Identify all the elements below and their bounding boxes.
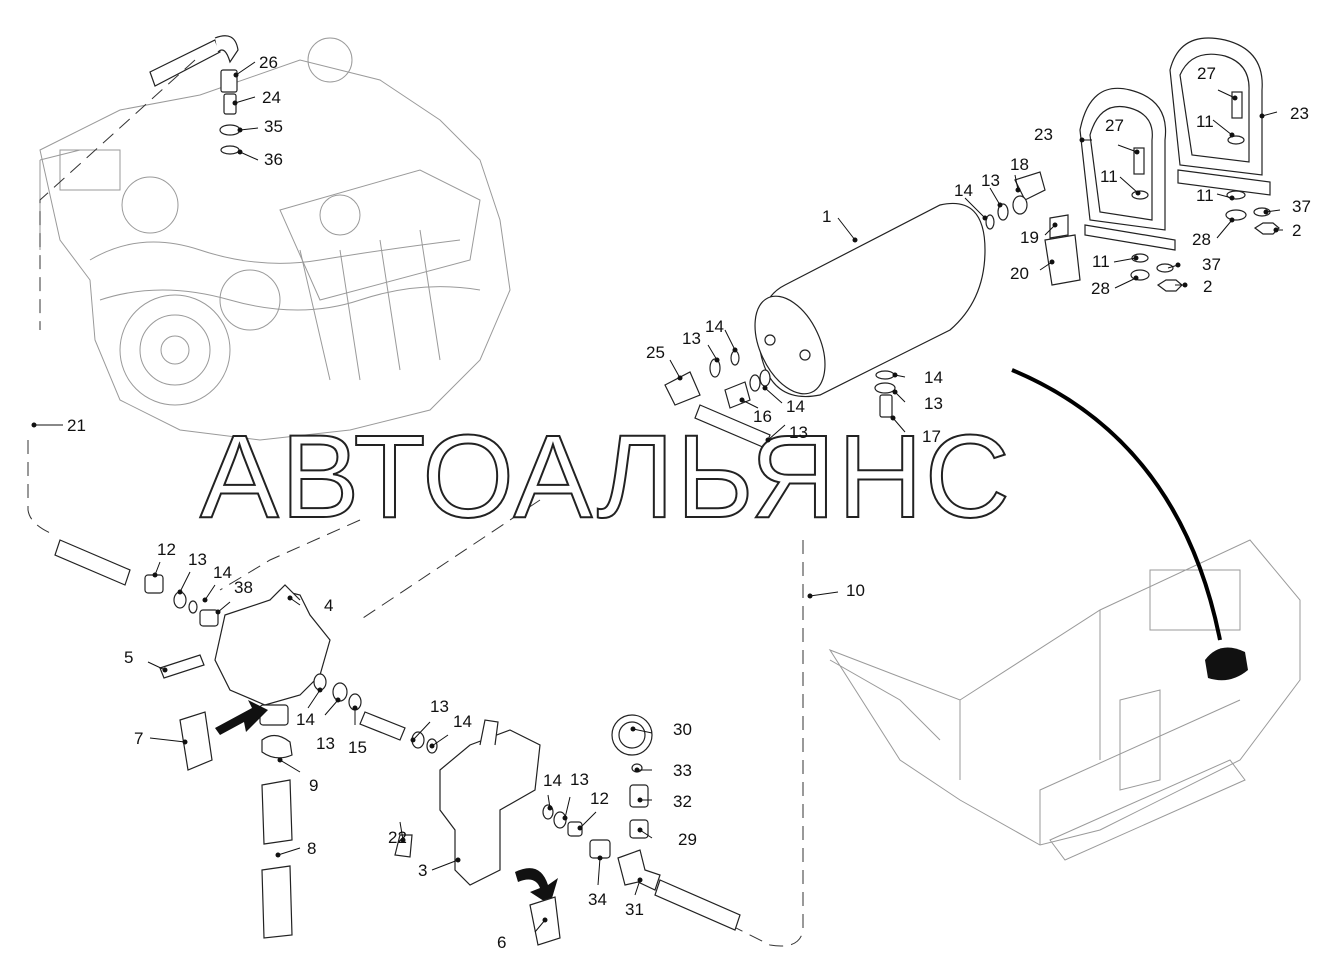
callout-14: 14 bbox=[453, 712, 472, 731]
leader-lines bbox=[34, 61, 1283, 933]
callout-1: 1 bbox=[822, 207, 831, 226]
callout-14: 14 bbox=[705, 317, 724, 336]
callout-12: 12 bbox=[157, 540, 176, 559]
callout-23: 23 bbox=[1290, 104, 1309, 123]
callout-8: 8 bbox=[307, 839, 316, 858]
callout-17: 17 bbox=[922, 427, 941, 446]
machine-illustration bbox=[828, 368, 1301, 861]
callout-13: 13 bbox=[188, 550, 207, 569]
callout-27: 27 bbox=[1197, 64, 1216, 83]
callout-4: 4 bbox=[324, 596, 333, 615]
callout-29: 29 bbox=[678, 830, 697, 849]
valve-4-group bbox=[54, 539, 406, 939]
routing-dashed-lines bbox=[27, 59, 804, 947]
callout-18: 18 bbox=[1010, 155, 1029, 174]
callout-22: 22 bbox=[388, 828, 407, 847]
callout-37: 37 bbox=[1202, 255, 1221, 274]
engine-illustration bbox=[39, 35, 511, 441]
callout-19: 19 bbox=[1020, 228, 1039, 247]
callout-24: 24 bbox=[262, 88, 281, 107]
callout-37: 37 bbox=[1292, 197, 1311, 216]
watermark-text: АВТОАЛЬЯНС bbox=[200, 411, 1012, 543]
callout-11: 11 bbox=[1092, 252, 1110, 271]
callout-28: 28 bbox=[1091, 279, 1110, 298]
callout-9: 9 bbox=[309, 776, 318, 795]
callout-30: 30 bbox=[673, 720, 692, 739]
callout-21: 21 bbox=[67, 416, 86, 435]
callout-13: 13 bbox=[570, 770, 589, 789]
callout-11: 11 bbox=[1196, 112, 1214, 131]
callout-20: 20 bbox=[1010, 264, 1029, 283]
callout-28: 28 bbox=[1192, 230, 1211, 249]
callout-13: 13 bbox=[316, 734, 335, 753]
tank-mount-brackets bbox=[1079, 37, 1280, 292]
callout-34: 34 bbox=[588, 890, 607, 909]
callout-11: 11 bbox=[1196, 186, 1214, 205]
upper-fittings bbox=[219, 69, 241, 155]
callout-14: 14 bbox=[954, 181, 973, 200]
callout-12: 12 bbox=[590, 789, 609, 808]
callout-15: 15 bbox=[348, 738, 367, 757]
callout-5: 5 bbox=[124, 648, 133, 667]
callout-33: 33 bbox=[673, 761, 692, 780]
callout-31: 31 bbox=[625, 900, 644, 919]
callout-35: 35 bbox=[264, 117, 283, 136]
callout-14: 14 bbox=[786, 397, 805, 416]
callout-38: 38 bbox=[234, 578, 253, 597]
callout-2: 2 bbox=[1203, 277, 1212, 296]
callout-3: 3 bbox=[418, 861, 427, 880]
callout-26: 26 bbox=[259, 53, 278, 72]
callout-13: 13 bbox=[682, 329, 701, 348]
callout-7: 7 bbox=[134, 729, 143, 748]
callout-14: 14 bbox=[296, 710, 315, 729]
callout-6: 6 bbox=[497, 933, 506, 952]
callout-14: 14 bbox=[924, 368, 943, 387]
callout-14: 14 bbox=[543, 771, 562, 790]
callout-13: 13 bbox=[789, 423, 808, 442]
callout-labels: 26 24 35 36 21 23 27 11 27 23 11 11 37 2… bbox=[67, 53, 1311, 952]
air-tank bbox=[754, 171, 1081, 418]
callout-11: 11 bbox=[1100, 167, 1118, 186]
callout-27: 27 bbox=[1105, 116, 1124, 135]
callout-10: 10 bbox=[846, 581, 865, 600]
callout-14: 14 bbox=[213, 563, 232, 582]
callout-32: 32 bbox=[673, 792, 692, 811]
callout-13: 13 bbox=[430, 697, 449, 716]
callout-13: 13 bbox=[981, 171, 1000, 190]
callout-16: 16 bbox=[753, 407, 772, 426]
valve-3-group bbox=[394, 714, 741, 946]
callout-23: 23 bbox=[1034, 125, 1053, 144]
leader-dots bbox=[31, 72, 1279, 923]
callout-13: 13 bbox=[924, 394, 943, 413]
callout-25: 25 bbox=[646, 343, 665, 362]
callout-36: 36 bbox=[264, 150, 283, 169]
callout-2: 2 bbox=[1292, 221, 1301, 240]
